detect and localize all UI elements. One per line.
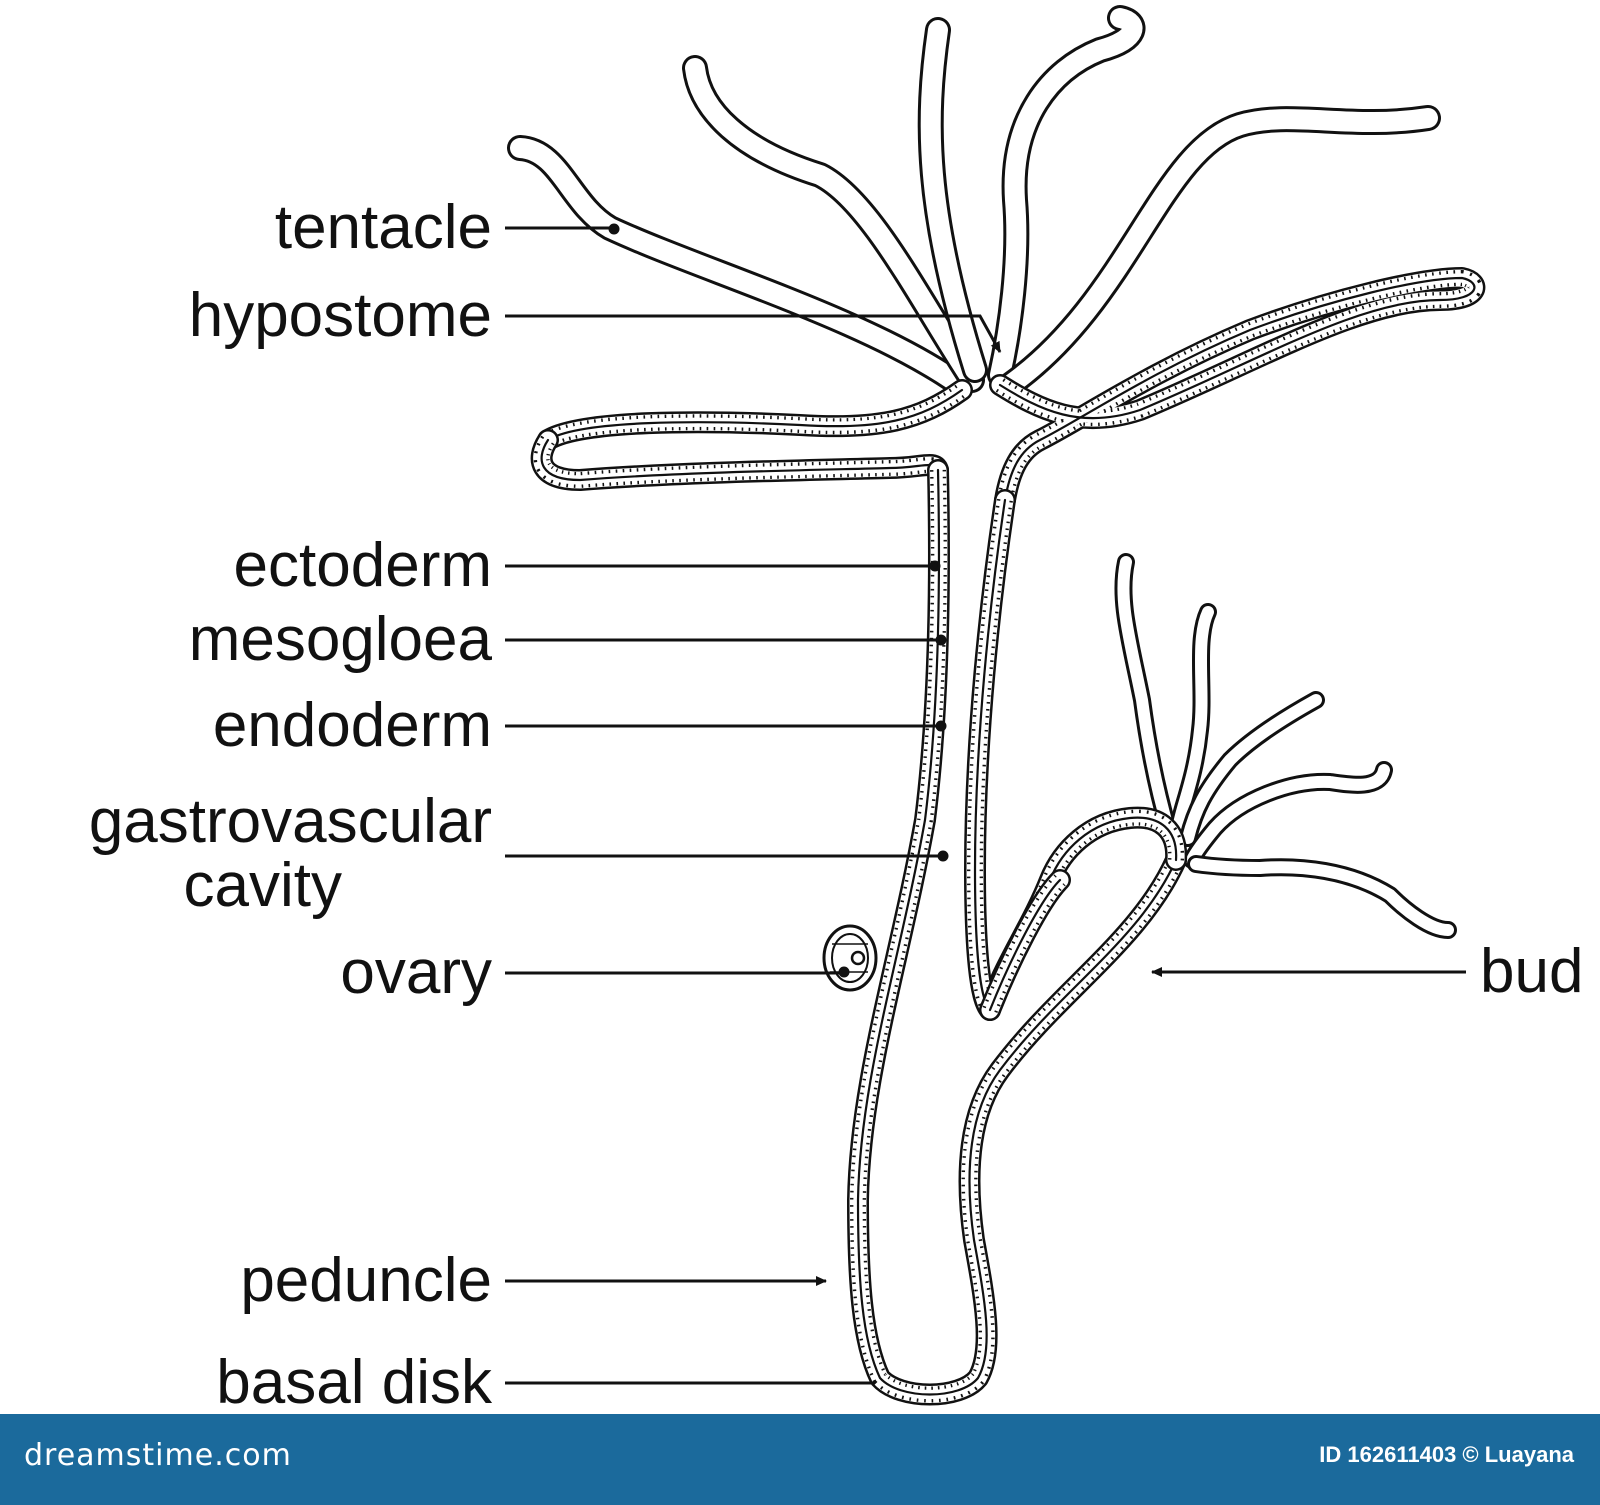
body-outer-wall	[847, 459, 1187, 1406]
bud-tentacle-1	[1114, 553, 1177, 837]
ovary-shape	[822, 924, 878, 992]
label-tentacle: tentacle	[274, 193, 492, 262]
tentacle-3	[917, 17, 988, 383]
left-arm-lower-wall	[530, 429, 949, 491]
bud-tentacle-4	[1183, 761, 1393, 869]
footer-bar: dreamstime.com ID 162611403 © Luayana	[0, 1414, 1600, 1505]
inner-bud-join	[979, 869, 1071, 1021]
label-peduncle: peduncle	[240, 1246, 492, 1315]
right-arm-wall	[989, 267, 1486, 511]
label-hypostome: hypostome	[188, 281, 492, 350]
label-endoderm: endoderm	[212, 691, 492, 760]
stock-id: ID 162611403 © Luayana	[1319, 1442, 1574, 1467]
hydra-illustration	[505, 5, 1486, 1406]
tentacle-4	[987, 5, 1146, 388]
hypostome-leader	[505, 314, 1002, 353]
left-arm-wall	[537, 379, 973, 451]
body-wall	[530, 267, 1486, 1406]
tentacle-2	[682, 55, 985, 393]
label-basal-disk: basal disk	[216, 1348, 492, 1417]
label-ovary: ovary	[340, 938, 492, 1007]
label-bud: bud	[1480, 937, 1584, 1006]
bud-tentacle-2	[1169, 603, 1217, 839]
tentacles	[507, 5, 1457, 939]
inner-column-wall	[964, 489, 1016, 1021]
tentacle-1	[507, 135, 973, 398]
label-cavity: cavity	[183, 851, 342, 920]
leader-lines	[505, 223, 1466, 1385]
label-gastrovascular: gastrovascular	[88, 787, 492, 856]
tentacle-5	[997, 105, 1441, 398]
label-mesogloea: mesogloea	[188, 605, 492, 674]
bud-tentacle-5	[1187, 855, 1457, 939]
bud-tentacle-3	[1179, 691, 1325, 847]
label-ectoderm: ectoderm	[233, 531, 492, 600]
brand-name[interactable]: dreamstime.com	[24, 1438, 292, 1473]
